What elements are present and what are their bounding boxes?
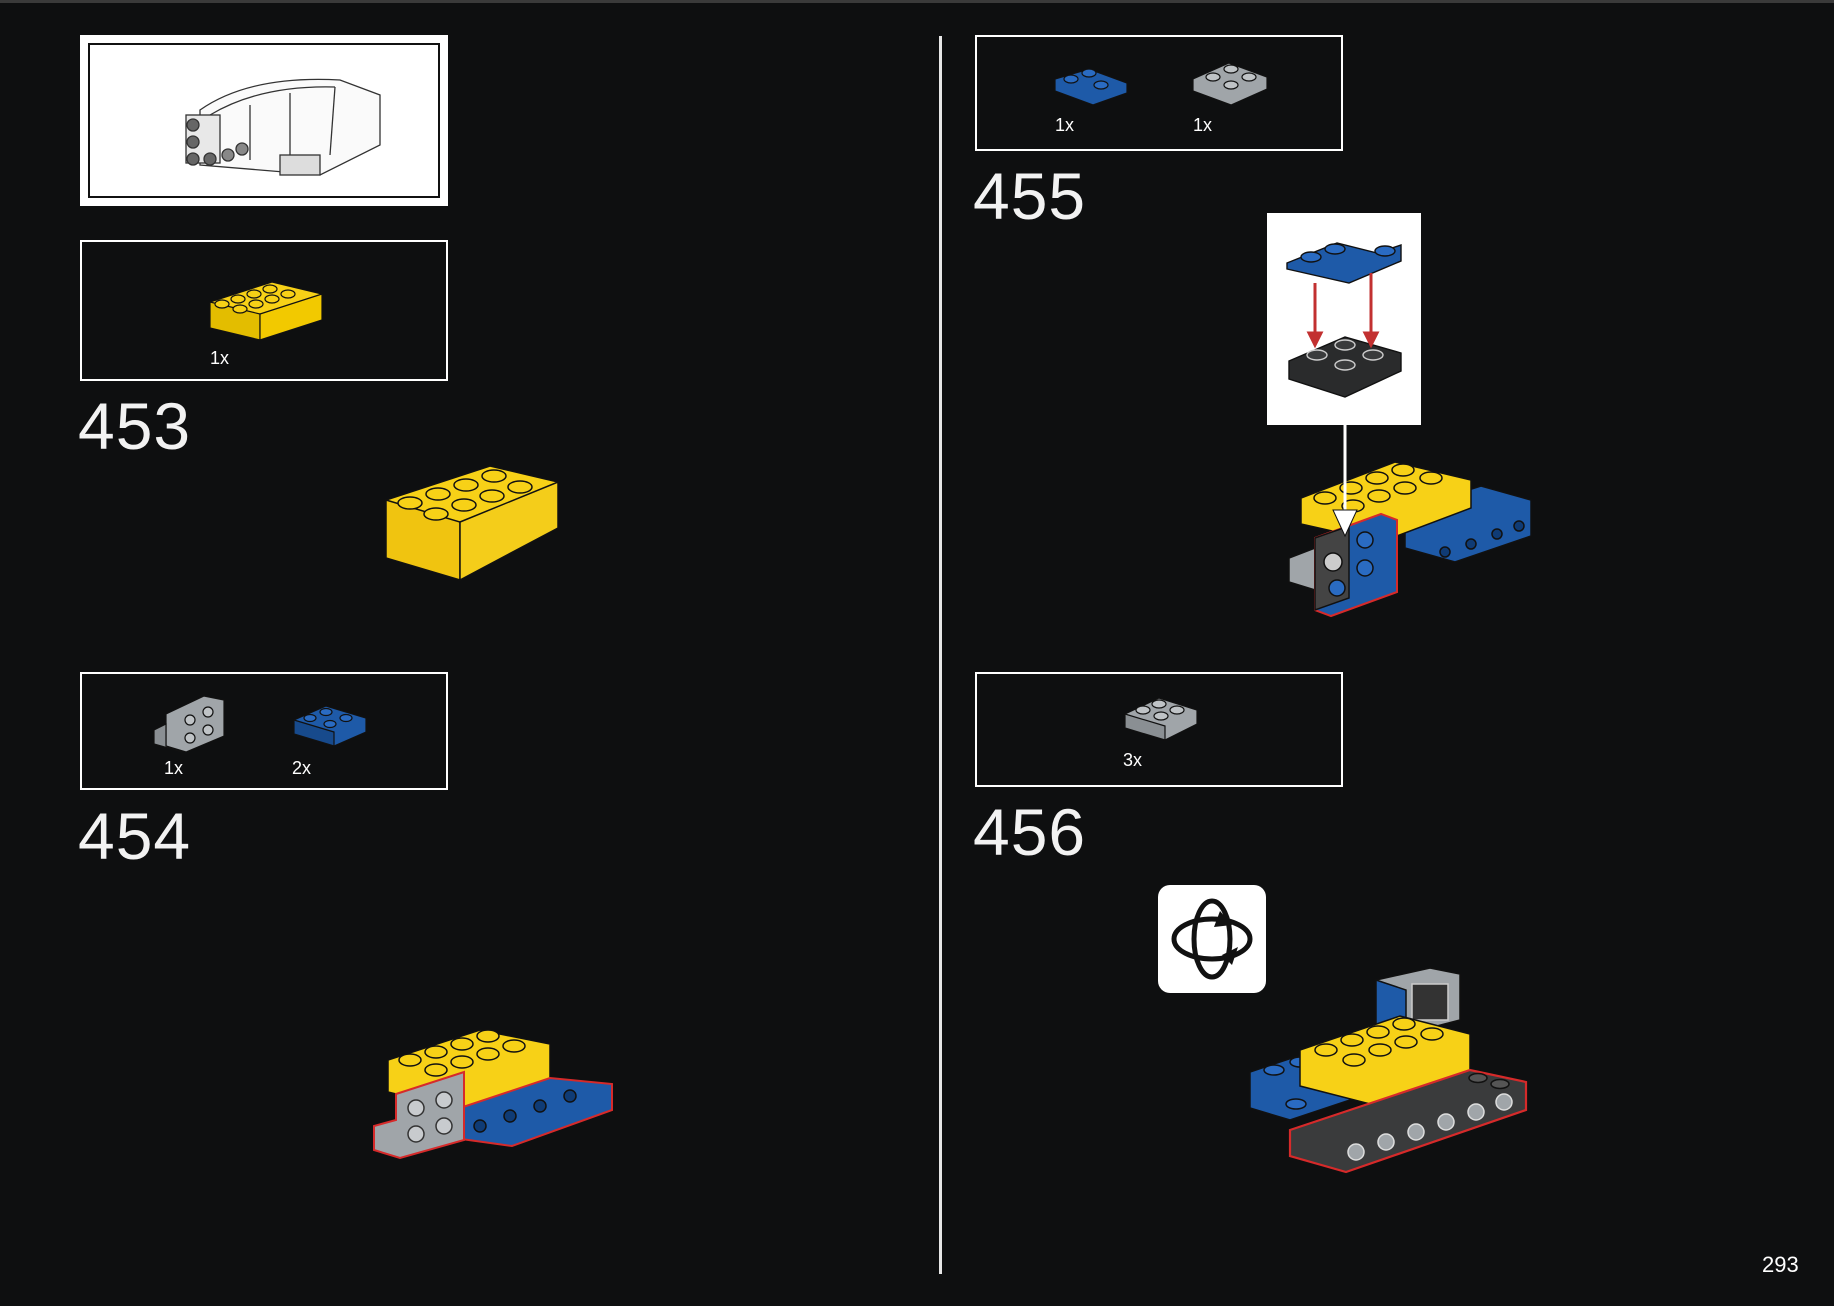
step-455-model bbox=[1288, 461, 1532, 618]
part-qty: 2x bbox=[292, 758, 312, 778]
step-number-455: 455 bbox=[973, 159, 1087, 233]
submodel-preview bbox=[80, 35, 448, 206]
page-divider bbox=[939, 36, 942, 1274]
rotate-model-icon bbox=[1158, 885, 1266, 993]
blue-brick-side-studs-icon bbox=[293, 705, 367, 747]
rotate-arrows-icon bbox=[1171, 898, 1253, 980]
gray-bracket-icon bbox=[153, 695, 225, 753]
preview-frame bbox=[88, 43, 440, 198]
parts-list-455: 1x 1x bbox=[975, 35, 1343, 151]
top-rule bbox=[0, 0, 1834, 3]
step-number-453: 453 bbox=[78, 389, 192, 463]
step-453-model bbox=[385, 465, 559, 582]
part-qty: 1x bbox=[164, 758, 184, 778]
step-number-456: 456 bbox=[973, 795, 1087, 869]
parts-list-453: 1x bbox=[80, 240, 448, 381]
assembly-arrow-icon bbox=[1332, 424, 1358, 538]
sub-assembly-callout bbox=[1267, 213, 1421, 425]
sub-assembly-render bbox=[1286, 242, 1402, 398]
yellow-brick-2x4-icon bbox=[209, 281, 323, 341]
step-number-454: 454 bbox=[78, 799, 192, 873]
blue-corner-plate-icon bbox=[1054, 68, 1128, 106]
step-456-model bbox=[1249, 967, 1528, 1174]
part-qty: 3x bbox=[1123, 750, 1143, 770]
gray-plate-2x2-icon bbox=[1192, 62, 1268, 106]
gray-brick-side-studs-icon bbox=[1124, 697, 1198, 741]
parts-list-456: 3x bbox=[975, 672, 1343, 787]
parts-list-454: 1x 2x bbox=[80, 672, 448, 790]
part-qty: 1x bbox=[1193, 115, 1213, 135]
step-454-model bbox=[373, 1029, 613, 1160]
page-number: 293 bbox=[1762, 1252, 1799, 1277]
submodel-render bbox=[185, 78, 381, 176]
part-qty: 1x bbox=[1055, 115, 1075, 135]
part-qty: 1x bbox=[210, 348, 230, 368]
